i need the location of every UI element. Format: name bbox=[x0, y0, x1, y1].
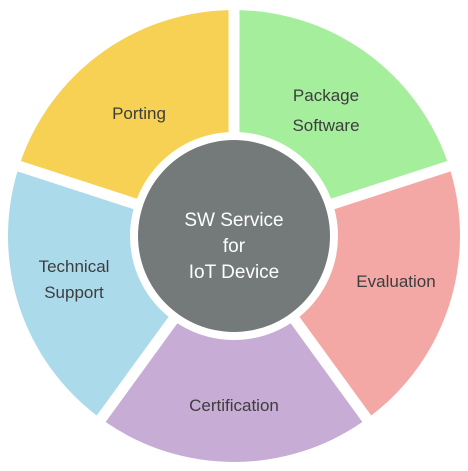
center-label-line1: SW Service bbox=[184, 210, 283, 231]
package-software-label-line2: Software bbox=[292, 116, 359, 135]
evaluation-label: Evaluation bbox=[356, 272, 435, 291]
technical-support-label-line1: Technical bbox=[39, 257, 110, 276]
porting-label: Porting bbox=[112, 104, 166, 123]
technical-support-label-line2: Support bbox=[44, 283, 104, 302]
center-label-line2: for bbox=[223, 236, 246, 257]
center-label-line3: IoT Device bbox=[189, 262, 279, 283]
center-hub bbox=[138, 140, 330, 332]
certification-label: Certification bbox=[189, 396, 279, 415]
package-software-label-line1: Package bbox=[293, 86, 359, 105]
segment-certification bbox=[105, 313, 363, 463]
